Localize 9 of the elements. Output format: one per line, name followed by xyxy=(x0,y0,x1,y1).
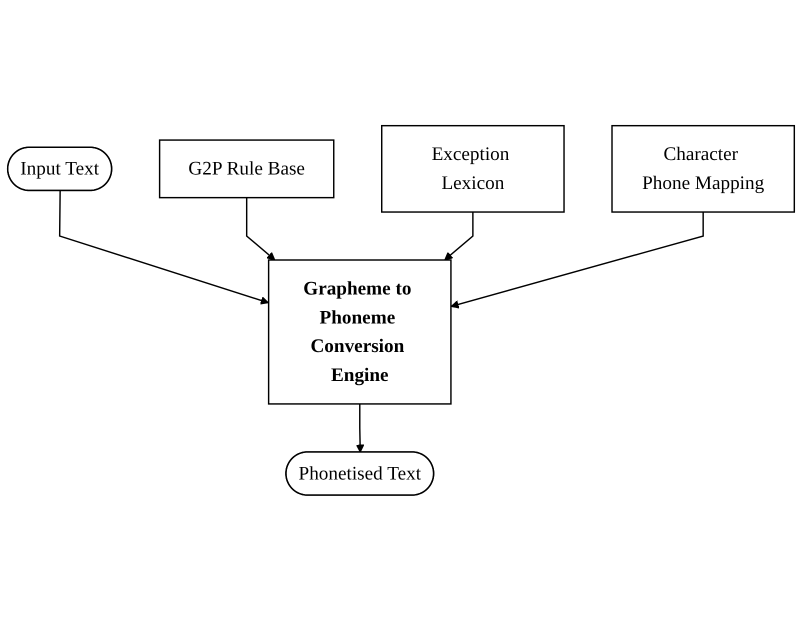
node-box: Grapheme to Phoneme Conversion Engine xyxy=(268,259,452,405)
arrow xyxy=(444,212,474,260)
arrow xyxy=(58,191,269,305)
arrow xyxy=(356,404,364,453)
node-box: Character Phone Mapping xyxy=(611,125,796,213)
arrow xyxy=(246,198,276,260)
node-box: G2P Rule Base xyxy=(158,139,334,198)
arrow xyxy=(450,212,704,309)
node-box: Exception Lexicon xyxy=(381,125,565,213)
